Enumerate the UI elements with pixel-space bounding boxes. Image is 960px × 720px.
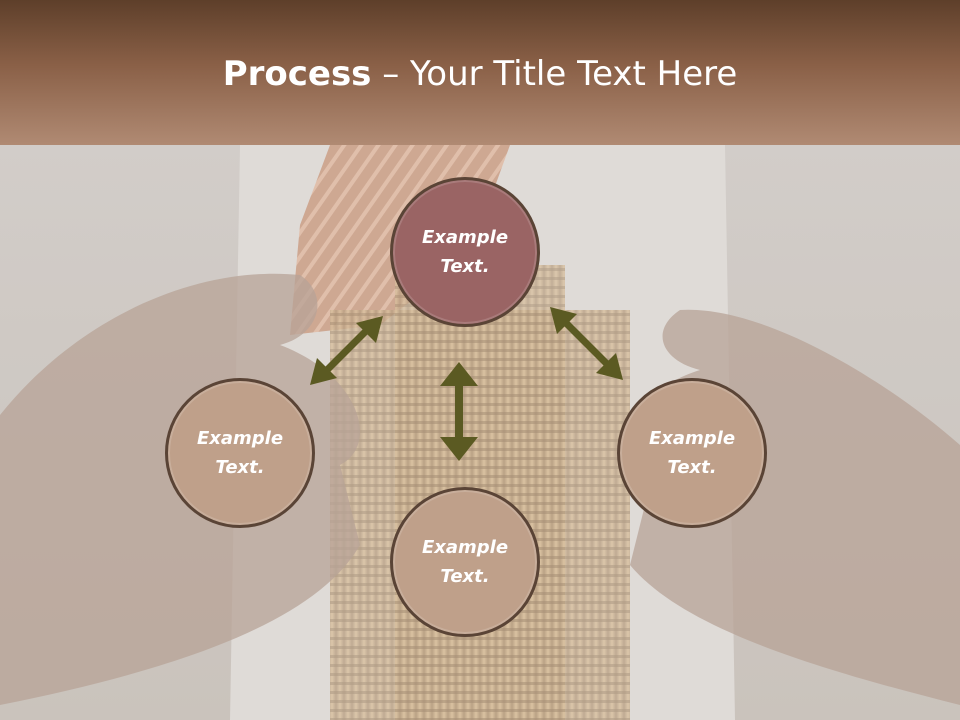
title-rest: – Your Title Text Here — [371, 54, 738, 94]
title-band — [0, 0, 960, 145]
node-right-line1: Example — [648, 428, 736, 449]
node-top-line1: Example — [421, 227, 509, 248]
node-bottom-line1: Example — [421, 537, 509, 558]
node-left-line1: Example — [196, 428, 284, 449]
arrow-top-right — [550, 307, 623, 380]
node-top-line2: Text. — [440, 256, 490, 277]
arrow-vertical — [440, 362, 478, 461]
slide-title: Process – Your Title Text Here — [0, 54, 960, 94]
node-left-line2: Text. — [215, 457, 265, 478]
arrow-top-left — [310, 316, 383, 385]
node-right-line2: Text. — [667, 457, 717, 478]
node-bottom-line2: Text. — [440, 566, 490, 587]
title-bold: Process — [222, 54, 372, 94]
